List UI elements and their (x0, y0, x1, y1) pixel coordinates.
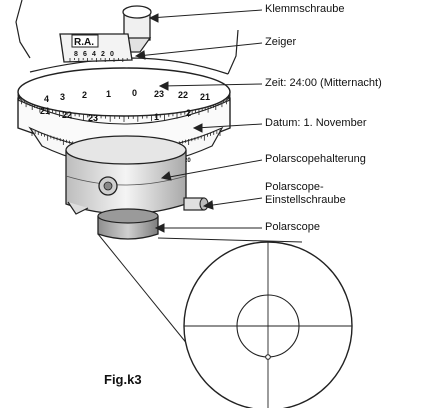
polarscope-tube (97, 208, 159, 240)
adjustment-screw (183, 197, 209, 211)
dial-number-inner: 2 (186, 108, 191, 118)
callout-pointer: Zeiger (265, 36, 297, 48)
ra-scale-number: 8 (74, 51, 78, 58)
callout-polarscope: Polarscope (265, 221, 321, 233)
callout-date: Datum: 1. November (265, 117, 367, 129)
figure-label: Fig.k3 (104, 372, 142, 387)
ra-label: R.A. (74, 37, 94, 48)
ra-scale-number: 2 (101, 51, 105, 58)
ra-scale-number: 4 (92, 51, 96, 58)
callout-polarscope-adjust-line2: Einstellschraube (265, 194, 346, 206)
ra-ticks (69, 58, 128, 62)
dial-labels-inner: 21 22 23 1 2 (40, 106, 191, 123)
dial-number-outer: 0 (132, 88, 137, 98)
dial-number-outer: 22 (178, 90, 188, 100)
date-number-20: 20 (184, 158, 191, 164)
dial-number-inner: 23 (88, 113, 98, 123)
ra-scale-number: 0 (110, 51, 114, 58)
dial-number-inner: 22 (62, 110, 72, 120)
callout-polarscope-adjust-line1: Polarscope- (265, 181, 324, 193)
left-knob (67, 201, 89, 215)
reticle-view (183, 241, 353, 411)
dial-number-inner: 21 (40, 106, 50, 116)
dial-number-outer: 3 (60, 92, 65, 102)
dial-ticks-outer (17, 92, 231, 122)
dial-number-inner: 1 (154, 112, 159, 122)
dial-number-outer: 2 (82, 90, 87, 100)
dial-number-outer: 23 (154, 89, 164, 99)
projection-lines (97, 233, 303, 346)
callout-polarscope-adjust: Polarscope- Einstellschraube (265, 181, 435, 207)
callout-polarscope-holder: Polarscopehalterung (265, 153, 366, 165)
dial-number-outer: 1 (106, 89, 111, 99)
leader-lines (134, 9, 263, 233)
callout-time: Zeit: 24:00 (Mitternacht) (265, 77, 382, 89)
dial-number-outer: 4 (44, 94, 49, 104)
dial-number-outer: 21 (200, 92, 210, 102)
callout-clamp-screw: Klemmschraube (265, 3, 345, 15)
ra-scale-number: 6 (83, 51, 87, 58)
